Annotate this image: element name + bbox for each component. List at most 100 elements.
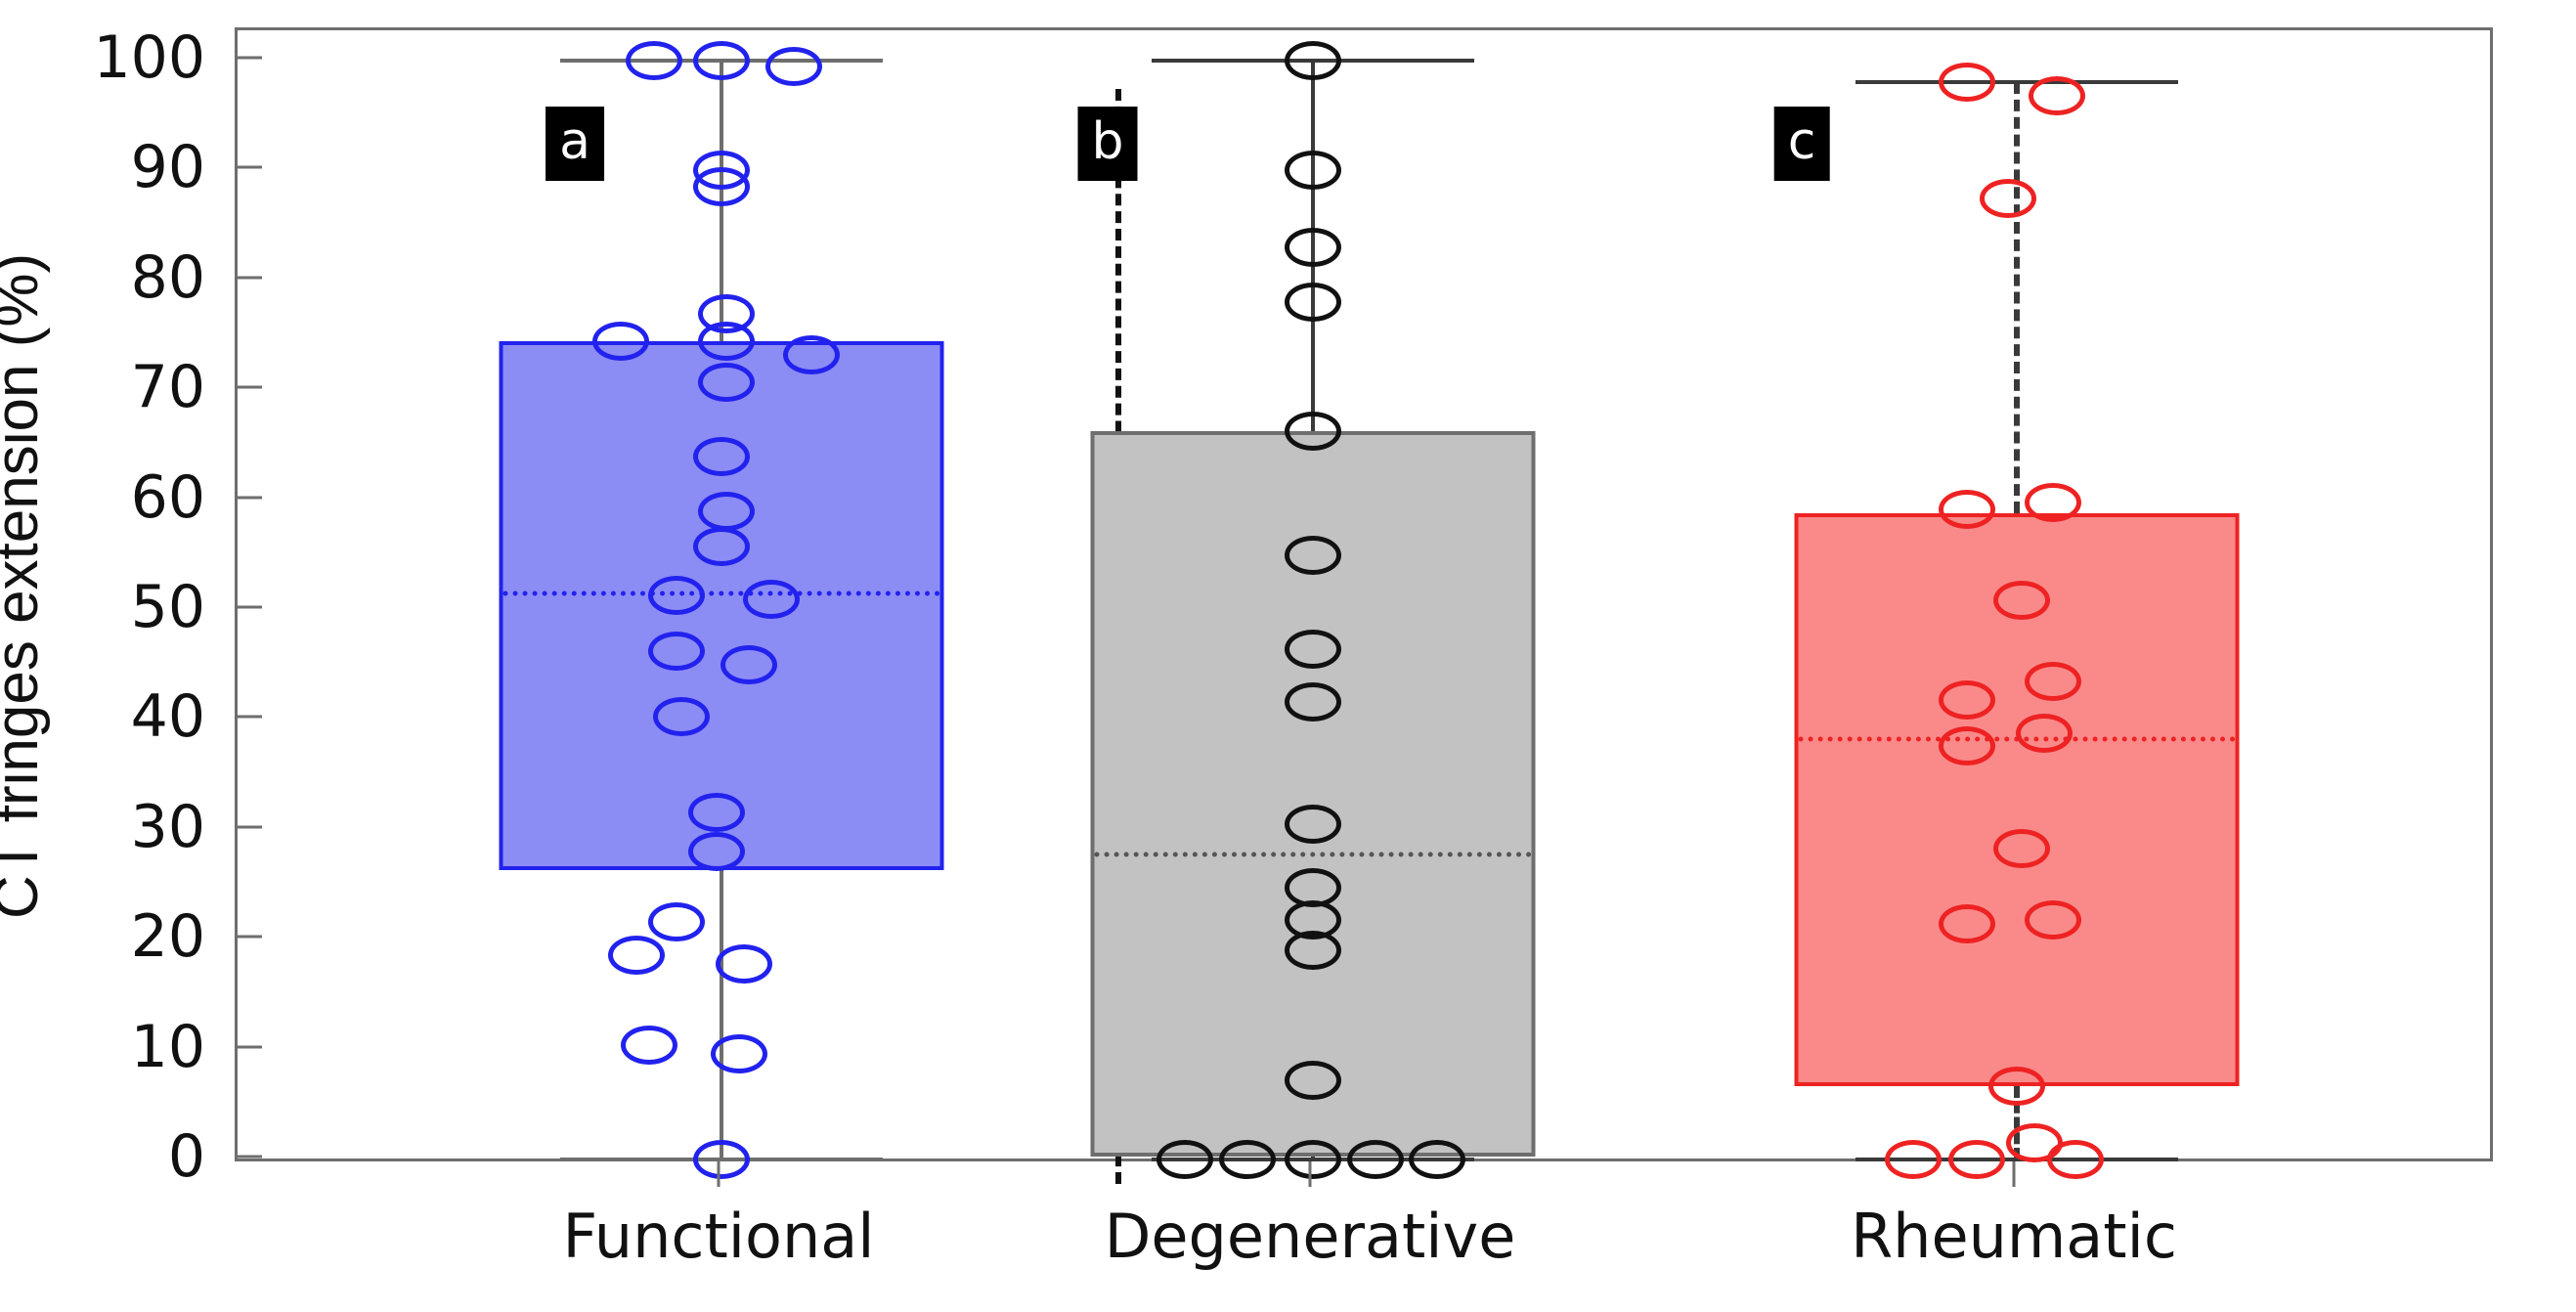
y-tick-mark: [235, 715, 262, 719]
data-point: [1285, 151, 1341, 191]
data-point: [716, 943, 772, 984]
data-point: [1939, 680, 1996, 721]
data-point: [1285, 1061, 1341, 1101]
x-tick-mark: [717, 1161, 720, 1187]
panel-label-badge-a: a: [546, 107, 604, 181]
y-tick-label: 40: [130, 682, 205, 752]
data-point: [1285, 682, 1341, 722]
data-point: [1939, 489, 1996, 529]
x-tick-label-degenerative: Degenerative: [1104, 1201, 1516, 1272]
y-tick-mark: [235, 385, 262, 389]
boxplot-cap-upper: [1856, 80, 2178, 85]
data-point: [693, 167, 750, 207]
data-point: [1885, 1140, 1943, 1179]
x-tick-mark: [1308, 1161, 1312, 1187]
data-point: [1939, 63, 1996, 103]
data-point: [1285, 283, 1341, 323]
data-point: [652, 697, 710, 737]
data-point: [1285, 931, 1341, 971]
x-tick-mark: [2012, 1161, 2016, 1187]
y-tick-mark: [235, 165, 262, 169]
data-point: [591, 321, 649, 361]
boxplot-whisker-lower: [720, 870, 723, 1159]
data-point: [626, 41, 682, 80]
data-point: [693, 526, 750, 566]
boxplot-median-functional: [502, 590, 940, 596]
data-point: [1939, 726, 1996, 766]
data-point: [1285, 1140, 1341, 1179]
data-point: [1992, 580, 2050, 620]
data-point: [1285, 630, 1341, 670]
y-tick-label: 30: [130, 792, 205, 861]
data-point: [648, 576, 705, 616]
data-point: [648, 902, 705, 942]
y-tick-mark: [235, 605, 262, 609]
data-point: [607, 935, 665, 975]
panel-label-badge-b: b: [1077, 107, 1138, 181]
data-point: [693, 41, 750, 80]
x-tick-label-rheumatic: Rheumatic: [1851, 1201, 2177, 1272]
data-point: [1285, 535, 1341, 575]
data-point: [648, 631, 705, 671]
y-tick-label: 10: [130, 1012, 205, 1081]
y-axis-label: CT fringes extension (%): [0, 252, 51, 919]
data-point: [783, 335, 840, 375]
data-point: [720, 645, 777, 685]
boxplot-median-degenerative: [1094, 852, 1532, 857]
y-tick-mark: [235, 825, 262, 829]
y-tick-label: 100: [93, 23, 205, 92]
y-tick-label: 70: [130, 353, 205, 422]
data-point: [621, 1026, 678, 1066]
data-point: [697, 321, 755, 361]
y-tick-label: 80: [130, 242, 205, 312]
data-point: [1285, 228, 1341, 268]
data-point: [1285, 41, 1341, 80]
data-point: [764, 46, 822, 86]
y-tick-mark: [235, 276, 262, 280]
boxplot-box-rheumatic: [1794, 513, 2240, 1086]
y-tick-mark: [235, 1155, 262, 1159]
data-point: [1408, 1140, 1465, 1179]
data-point: [693, 436, 750, 476]
data-point: [1285, 805, 1341, 845]
boxplot-cap-lower: [1856, 1158, 2178, 1161]
data-point: [1285, 411, 1341, 451]
data-point: [2024, 482, 2081, 522]
y-tick-label: 60: [130, 462, 205, 532]
data-point: [1992, 828, 2050, 868]
data-point: [688, 792, 746, 832]
y-tick-mark: [235, 1045, 262, 1049]
data-point: [2015, 713, 2073, 753]
data-point: [2024, 899, 2081, 940]
data-point: [742, 579, 800, 619]
data-point: [697, 363, 755, 403]
data-point: [2024, 662, 2081, 702]
data-point: [1947, 1140, 2005, 1179]
y-tick-mark: [235, 935, 262, 939]
data-point: [2046, 1140, 2104, 1179]
y-tick-label: 20: [130, 902, 205, 972]
data-point: [1939, 904, 1996, 944]
y-tick-label: 50: [130, 573, 205, 641]
data-point: [1156, 1140, 1213, 1179]
y-tick-label: 90: [130, 133, 205, 202]
data-point: [688, 832, 746, 872]
y-tick-label: 0: [167, 1122, 205, 1191]
data-point: [1347, 1140, 1405, 1179]
boxplot-whisker-upper: [2014, 82, 2020, 514]
data-point: [711, 1034, 768, 1074]
data-point: [1219, 1140, 1277, 1179]
data-point: [1988, 1066, 2045, 1106]
data-point: [1979, 178, 2036, 218]
x-tick-label-functional: Functional: [562, 1201, 875, 1272]
data-point: [2029, 75, 2086, 115]
boxplot-whisker-lower: [2014, 1085, 2020, 1159]
y-tick-mark: [235, 56, 262, 60]
boxplot-box-functional: [499, 340, 944, 871]
data-point: [693, 1140, 750, 1179]
data-point: [697, 491, 755, 531]
y-tick-mark: [235, 496, 262, 500]
